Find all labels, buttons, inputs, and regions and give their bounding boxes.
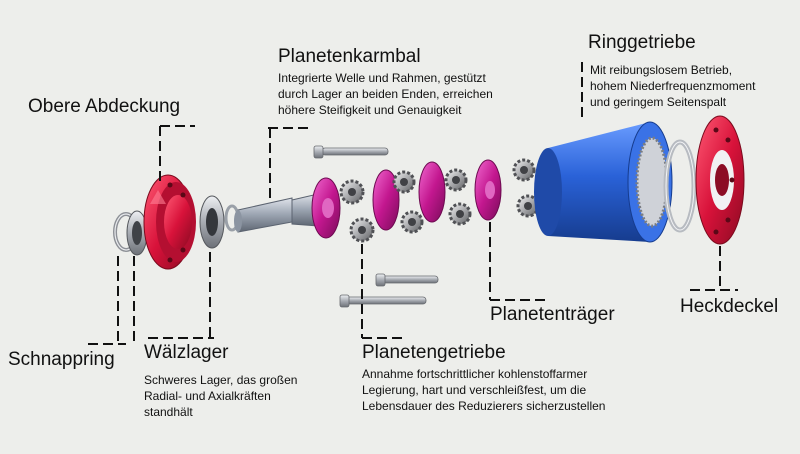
carrier-plate-1 bbox=[311, 177, 341, 239]
label-heckdeckel: Heckdeckel bbox=[680, 296, 779, 317]
label-ringgetriebe-desc-2: hohem Niederfrequenzmoment bbox=[590, 79, 756, 93]
rear-cover-part bbox=[695, 115, 745, 245]
ring-gear-part bbox=[534, 121, 673, 243]
carrier-plate-3 bbox=[418, 161, 446, 223]
label-ringgetriebe-desc-3: und geringem Seitenspalt bbox=[590, 95, 727, 109]
bearing-left-part bbox=[126, 210, 148, 256]
label-ringgetriebe-desc-1: Mit reibungslosem Betrieb, bbox=[590, 63, 733, 77]
label-planetengetriebe-desc-1: Annahme fortschrittlicher kohlenstoffarm… bbox=[362, 367, 588, 381]
label-planetenkarmbal-title: Planetenkarmbal bbox=[278, 46, 421, 67]
label-planetenkarmbal-desc-1: Integrierte Welle und Rahmen, gestützt bbox=[278, 71, 486, 85]
label-waelzlager-desc-1: Schweres Lager, das großen bbox=[144, 373, 298, 387]
label-planetenkarmbal-desc-3: höhere Steifigkeit und Genauigkeit bbox=[278, 103, 462, 117]
label-planetengetriebe-desc-3: Lebensdauer des Reduzierers sicherzustel… bbox=[362, 399, 606, 413]
label-schnappring: Schnappring bbox=[8, 349, 115, 370]
carrier-plate-2 bbox=[372, 169, 400, 231]
leader-lines bbox=[88, 62, 738, 345]
label-planetengetriebe-title: Planetengetriebe bbox=[362, 342, 506, 363]
label-ringgetriebe-title: Ringgetriebe bbox=[588, 32, 696, 53]
label-planetentraeger: Planetenträger bbox=[490, 304, 615, 325]
bolt-pins bbox=[313, 145, 439, 308]
label-obere-abdeckung: Obere Abdeckung bbox=[28, 96, 181, 117]
label-planetenkarmbal-desc-2: durch Lager an beiden Enden, erreichen bbox=[278, 87, 493, 101]
upper-cover-part bbox=[143, 174, 196, 270]
washer-part bbox=[663, 139, 697, 233]
label-waelzlager-desc-3: standhält bbox=[144, 405, 193, 419]
carrier-plate-4 bbox=[474, 159, 502, 221]
label-planetengetriebe-desc-2: Legierung, hart und verschleißfest, um d… bbox=[362, 383, 587, 397]
label-waelzlager-title: Wälzlager bbox=[144, 342, 229, 363]
bearing-right-part bbox=[199, 195, 225, 249]
label-waelzlager-desc-2: Radial- und Axialkräften bbox=[144, 389, 271, 403]
planet-carrier-shaft-part bbox=[234, 193, 319, 233]
